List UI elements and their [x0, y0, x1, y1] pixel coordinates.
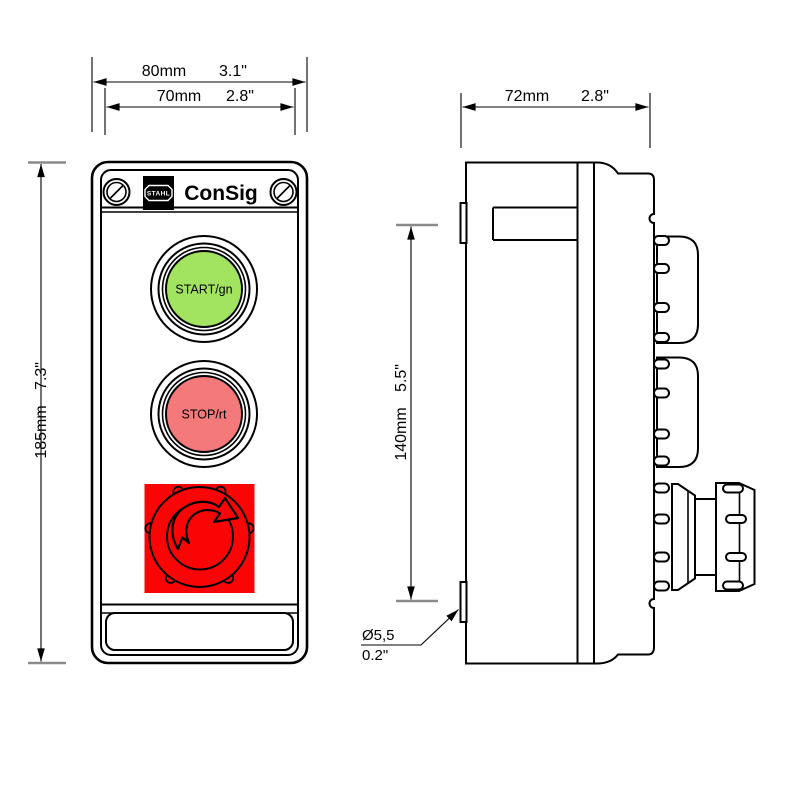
start-button-label: START/gn: [175, 283, 232, 297]
contact-block-start: [653, 235, 699, 344]
dim-value-mm: 72mm: [505, 88, 549, 105]
dim-value-inch: 2.8": [226, 88, 254, 105]
contact-pin: [653, 332, 670, 343]
estop-collar: [671, 483, 696, 591]
dim-depth: 72mm 2.8": [460, 88, 651, 148]
stop-button: STOP/rt: [150, 360, 258, 468]
product-title: ConSig: [184, 182, 258, 205]
contact-pin: [653, 580, 670, 592]
octagon-icon: [144, 184, 173, 202]
contact-pin: [653, 263, 670, 274]
dim-value-inch: 5.5": [393, 364, 410, 392]
button-bezel-inner: [157, 242, 251, 336]
estop-rim-notches: [144, 485, 255, 584]
screw-icon: [102, 178, 131, 206]
rotate-to-release-arrow-icon: [171, 496, 240, 551]
stop-button-cap: [165, 375, 243, 453]
estop-background-plate: [144, 484, 255, 593]
bottom-label-recess: [105, 612, 294, 651]
contact-pin: [653, 302, 670, 313]
contact-pin: [653, 513, 670, 525]
grip-slot: [725, 514, 747, 524]
dim-value-inch: 3.1": [219, 63, 247, 80]
front-view: STAHL ConSig START/gn STOP/rt: [90, 160, 309, 665]
rim-notch: [247, 522, 255, 535]
dim-value-inch: 7.3": [33, 362, 50, 390]
enclosure-side-profile: [465, 161, 655, 665]
emergency-stop-button: [144, 484, 255, 593]
contact-pin: [653, 235, 670, 246]
dim-value-mm: 70mm: [157, 88, 201, 105]
dimension-annotations: 80mm 3.1" 70mm 2.8" 185mm 7.3" 72mm 2.8": [28, 57, 651, 665]
brand-logo-text: STAHL: [147, 191, 170, 198]
rim-notch: [144, 522, 152, 535]
grip-slot: [722, 483, 744, 494]
header-strip: STAHL ConSig: [101, 176, 298, 213]
mounting-lug-bottom: [459, 581, 468, 623]
contact-pin: [653, 387, 670, 399]
rim-notch: [164, 574, 176, 584]
estop-mushroom-rim: [148, 486, 251, 588]
stahl-logo-badge: STAHL: [143, 176, 174, 210]
stop-button-label: STOP/rt: [182, 408, 227, 422]
estop-side-assembly: [653, 482, 756, 592]
screw-icon: [269, 178, 298, 206]
dim-height: 185mm 7.3": [28, 161, 66, 665]
contact-pin: [653, 358, 670, 370]
contact-block-stop: [653, 356, 699, 468]
rim-notch: [172, 485, 184, 495]
button-bezel-inner: [157, 367, 251, 461]
dim-hole-spacing: 140mm 5.5": [393, 223, 438, 603]
dim-value-mm: Ø5,5: [362, 627, 395, 644]
contact-pin: [653, 551, 670, 563]
grip-slot: [722, 580, 744, 591]
callout-hole-diameter: Ø5,5 0.2": [361, 609, 459, 664]
mounting-lug-top: [459, 202, 468, 244]
dim-value-mm: 185mm: [33, 405, 50, 458]
rim-notch: [223, 574, 235, 584]
contact-pin: [653, 482, 670, 494]
rim-notch: [215, 485, 227, 495]
logo-background: [143, 176, 174, 210]
dim-value-inch: 0.2": [362, 647, 388, 664]
side-view: [459, 161, 756, 665]
bottom-strip: [101, 603, 298, 651]
dim-outer-width: 80mm 3.1": [91, 57, 308, 132]
button-ring: [161, 371, 247, 457]
grip-slot: [725, 552, 747, 562]
dim-value-mm: 140mm: [393, 407, 410, 460]
contact-pin: [653, 428, 670, 440]
estop-mushroom-head-side: [715, 482, 756, 592]
dim-value-inch: 2.8": [581, 88, 609, 105]
dim-inner-width: 70mm 2.8": [104, 88, 296, 135]
start-button: START/gn: [150, 235, 258, 343]
contact-pin: [653, 455, 670, 467]
start-button-cap: [165, 250, 243, 328]
side-label-recess: [492, 206, 578, 241]
button-ring: [161, 246, 247, 332]
dim-value-mm: 80mm: [142, 63, 186, 80]
